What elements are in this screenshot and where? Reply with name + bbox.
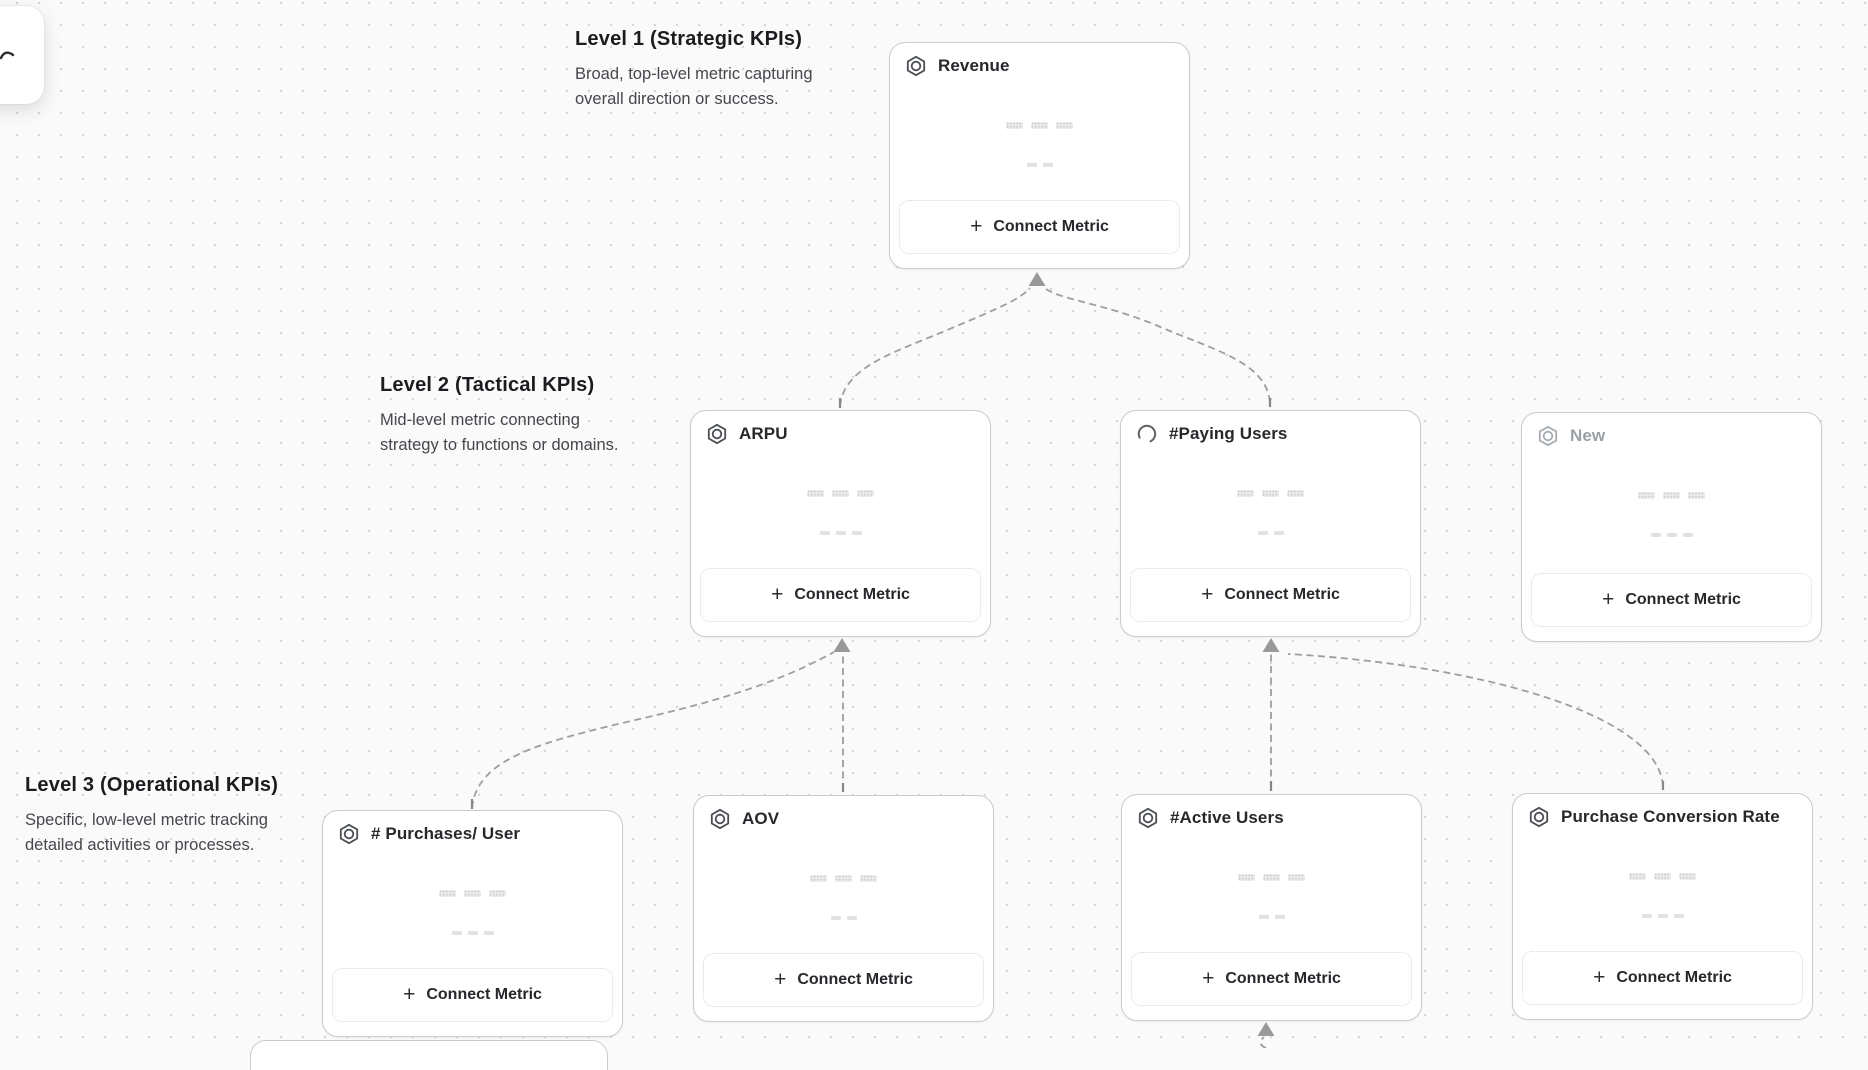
connect-metric-label: Connect Metric: [1225, 970, 1341, 987]
connect-metric-button[interactable]: + Connect Metric: [1531, 573, 1812, 627]
nut-icon: [706, 423, 728, 445]
skeleton-dashes: [694, 916, 993, 920]
connect-metric-label: Connect Metric: [426, 986, 542, 1003]
plus-icon: +: [403, 982, 416, 1006]
connect-metric-button[interactable]: + Connect Metric: [899, 200, 1180, 254]
metric-card-new[interactable]: New + Connect Metric: [1521, 412, 1822, 642]
connect-metric-button[interactable]: + Connect Metric: [332, 968, 613, 1022]
level-1-title: Level 1 (Strategic KPIs): [575, 28, 803, 50]
metric-card-title: #Active Users: [1170, 808, 1284, 827]
metric-card-purchases-per-user[interactable]: # Purchases/ User + Connect Metric: [322, 810, 623, 1037]
skeleton-bars: [1121, 490, 1420, 497]
level-3-label[interactable]: Level 3 (Operational KPIs) Specific, low…: [25, 774, 278, 858]
level-3-title: Level 3 (Operational KPIs): [25, 774, 279, 796]
connect-metric-label: Connect Metric: [794, 586, 910, 603]
nut-icon: [1137, 807, 1159, 829]
skeleton-dashes: [1121, 531, 1420, 535]
canvas-toolbar-fragment[interactable]: [0, 6, 44, 104]
connect-metric-label: Connect Metric: [797, 971, 913, 988]
metric-card-title: Revenue: [938, 56, 1010, 75]
connect-metric-button[interactable]: + Connect Metric: [703, 953, 984, 1007]
metric-card-title: New: [1570, 426, 1606, 445]
skeleton-bars: [1122, 874, 1421, 881]
level-2-label[interactable]: Level 2 (Tactical KPIs) Mid-level metric…: [380, 374, 618, 458]
spinner-icon: [1136, 423, 1158, 445]
nut-icon: [338, 823, 360, 845]
metric-card-arpu[interactable]: ARPU + Connect Metric: [690, 410, 991, 637]
skeleton-dashes: [323, 931, 622, 935]
level-1-label[interactable]: Level 1 (Strategic KPIs) Broad, top-leve…: [575, 28, 813, 112]
metric-card-active-users[interactable]: #Active Users + Connect Metric: [1121, 794, 1422, 1021]
connect-metric-label: Connect Metric: [1224, 586, 1340, 603]
metric-card-revenue[interactable]: Revenue + Connect Metric: [889, 42, 1190, 269]
metric-card-title: AOV: [742, 809, 780, 828]
metric-card-title: ARPU: [739, 424, 788, 443]
plus-icon: +: [774, 967, 787, 991]
skeleton-dashes: [1513, 914, 1812, 918]
nut-icon: [709, 808, 731, 830]
skeleton-bars: [691, 490, 990, 497]
connect-metric-label: Connect Metric: [993, 218, 1109, 235]
skeleton-dashes: [890, 163, 1189, 167]
nut-icon: [1537, 425, 1559, 447]
metric-card-paying-users[interactable]: #Paying Users + Connect Metric: [1120, 410, 1421, 637]
connect-metric-button[interactable]: + Connect Metric: [1522, 951, 1803, 1005]
skeleton-bars: [323, 890, 622, 897]
skeleton-dashes: [1522, 533, 1821, 537]
metric-card-title: Purchase Conversion Rate: [1561, 807, 1780, 826]
level-2-description: Mid-level metric connecting strategy to …: [380, 411, 619, 454]
connect-metric-button[interactable]: + Connect Metric: [700, 568, 981, 622]
level-1-description: Broad, top-level metric capturing overal…: [575, 65, 813, 108]
connect-metric-button[interactable]: + Connect Metric: [1131, 952, 1412, 1006]
toolbar-glyph-fragment: [0, 51, 15, 60]
metric-card-purchase-conversion-rate[interactable]: Purchase Conversion Rate + Connect Metri…: [1512, 793, 1813, 1020]
skeleton-dashes: [1122, 915, 1421, 919]
connect-metric-label: Connect Metric: [1616, 969, 1732, 986]
partial-metric-card-bottom[interactable]: [250, 1040, 608, 1070]
nut-icon: [905, 55, 927, 77]
skeleton-bars: [1513, 873, 1812, 880]
plus-icon: +: [771, 582, 784, 606]
skeleton-dashes: [691, 531, 990, 535]
skeleton-bars: [890, 122, 1189, 129]
nut-icon: [1528, 806, 1550, 828]
plus-icon: +: [1602, 587, 1615, 611]
metric-card-title: # Purchases/ User: [371, 824, 521, 843]
plus-icon: +: [1201, 582, 1214, 606]
plus-icon: +: [1202, 966, 1215, 990]
plus-icon: +: [970, 214, 983, 238]
level-3-description: Specific, low-level metric tracking deta…: [25, 811, 268, 854]
plus-icon: +: [1593, 965, 1606, 989]
skeleton-bars: [694, 875, 993, 882]
metric-card-aov[interactable]: AOV + Connect Metric: [693, 795, 994, 1022]
skeleton-bars: [1522, 492, 1821, 499]
connect-metric-label: Connect Metric: [1625, 591, 1741, 608]
metric-card-title: #Paying Users: [1169, 424, 1288, 443]
level-2-title: Level 2 (Tactical KPIs): [380, 374, 595, 396]
connect-metric-button[interactable]: + Connect Metric: [1130, 568, 1411, 622]
